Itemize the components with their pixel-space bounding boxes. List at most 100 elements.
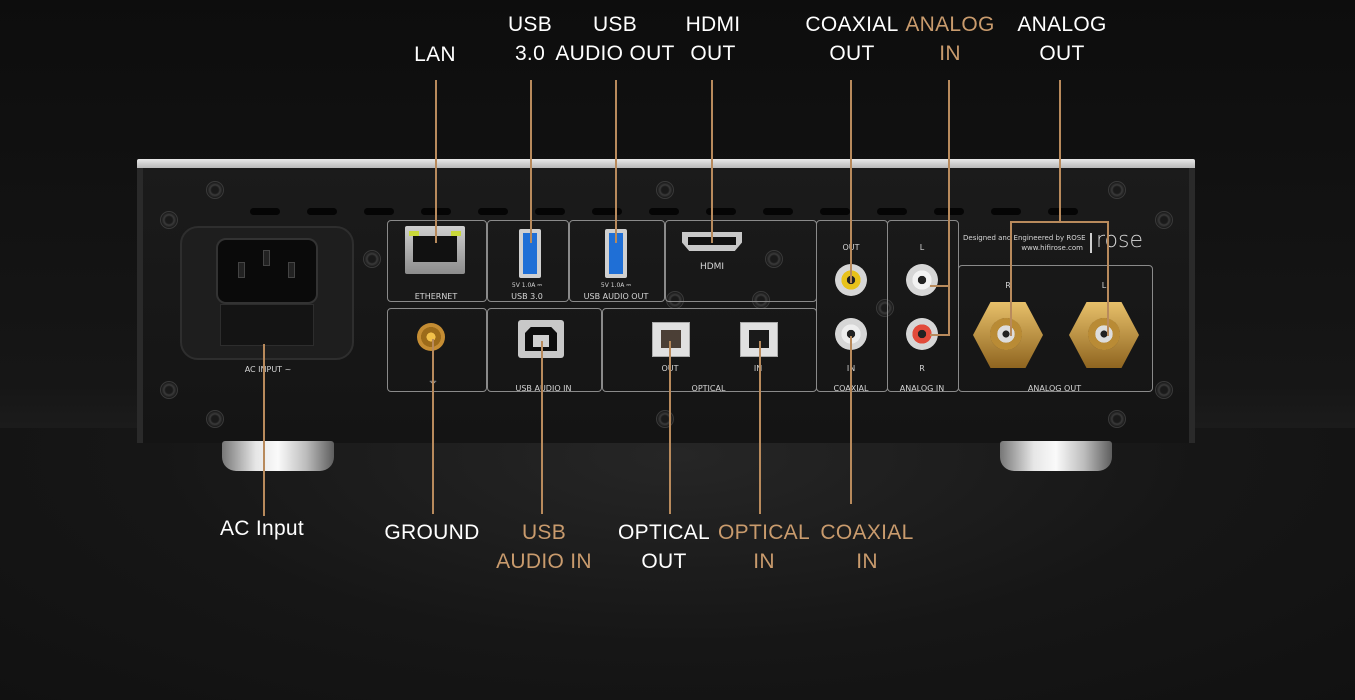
- usb30-callout: USB 3.0: [507, 13, 553, 65]
- analog-in-callout: ANALOG IN: [905, 13, 995, 65]
- analog-out-leader-right: [1010, 221, 1012, 336]
- usb-audio-out-leader-line: [615, 80, 617, 243]
- floor-reflection: [0, 428, 1355, 700]
- vent-slot: [877, 208, 907, 215]
- vent-slot: [592, 208, 622, 215]
- brand-logo: rose: [1096, 228, 1144, 253]
- brand-divider: [1090, 233, 1092, 253]
- left-foot: [222, 441, 334, 471]
- analog-out-callout: ANALOG OUT: [1017, 13, 1107, 65]
- screw-icon: [765, 250, 783, 268]
- analog-out-left-rca-center: [1088, 318, 1120, 350]
- vent-slot: [364, 208, 394, 215]
- vent-slot: [991, 208, 1021, 215]
- ac-input-panel-label: AC INPUT ~: [244, 365, 292, 374]
- vent-slot: [1048, 208, 1078, 215]
- analog-out-panel-label: ANALOG OUT: [1027, 384, 1082, 393]
- ac-pin: [263, 250, 270, 266]
- screw-icon: [1108, 181, 1126, 199]
- analog-out-box: [958, 265, 1153, 392]
- screw-icon: [206, 181, 224, 199]
- ethernet-box: [387, 220, 487, 302]
- ground-callout: GROUND: [384, 521, 480, 544]
- vent-slot: [307, 208, 337, 215]
- usb-audio-out-box: [569, 220, 665, 302]
- lan-callout: LAN: [414, 43, 456, 66]
- ground-terminal-icon[interactable]: [417, 323, 445, 351]
- usb30-box: [487, 220, 569, 302]
- screw-icon: [656, 410, 674, 428]
- screw-icon: [1155, 381, 1173, 399]
- screw-icon: [160, 381, 178, 399]
- coaxial-in-callout: COAXIAL IN: [820, 521, 914, 573]
- optical-box: [602, 308, 817, 392]
- designed-by-text: Designed and Engineered by ROSE: [963, 234, 1086, 242]
- optical-in-callout: OPTICAL IN: [718, 521, 810, 573]
- analog-in-l-panel-label: L: [919, 243, 925, 252]
- chassis-top-edge: [137, 159, 1195, 168]
- screw-icon: [363, 250, 381, 268]
- optical-in-panel-label: IN: [753, 364, 763, 373]
- usb-audio-in-panel-label: USB AUDIO IN: [515, 384, 572, 393]
- analog-out-leader-bar: [1010, 221, 1108, 223]
- fuse-drawer: [220, 304, 314, 346]
- usb30-port-icon[interactable]: [519, 229, 541, 278]
- optical-in-leader-line: [759, 341, 761, 514]
- optical-out-leader-line: [669, 341, 671, 514]
- analog-in-left-rca-icon[interactable]: [906, 264, 938, 296]
- usb-audio-out-port-icon[interactable]: [605, 229, 627, 278]
- usb-audio-out-panel-label: USB AUDIO OUT: [583, 292, 649, 301]
- coaxial-in-leader-line: [850, 336, 852, 504]
- vent-slot: [763, 208, 793, 215]
- usb30-rating: 5V 1.0A ⎓: [511, 282, 543, 289]
- screw-icon: [206, 410, 224, 428]
- analog-out-right-rca-center: [990, 318, 1022, 350]
- optical-out-callout: OPTICAL OUT: [618, 521, 710, 573]
- screw-icon: [160, 211, 178, 229]
- analog-in-leader-drop: [948, 285, 950, 335]
- hdmi-out-callout: HDMI OUT: [685, 13, 741, 65]
- analog-in-leader-branch-r: [930, 334, 950, 336]
- right-foot: [1000, 441, 1112, 471]
- coaxial-out-leader-line: [850, 80, 852, 283]
- screw-icon: [1155, 211, 1173, 229]
- ground-box: [387, 308, 487, 392]
- analog-out-leader-left: [1107, 221, 1109, 336]
- hdmi-panel-label: HDMI: [699, 262, 725, 272]
- ac-socket-icon: [216, 238, 318, 304]
- usb-audio-in-callout: USB AUDIO IN: [496, 521, 592, 573]
- analog-in-leader-line: [948, 80, 950, 286]
- usb30-leader-line: [530, 80, 532, 243]
- ac-input-leader-line: [263, 344, 265, 516]
- ethernet-panel-label: ETHERNET: [414, 292, 458, 301]
- vent-slot: [535, 208, 565, 215]
- analog-in-leader-branch-l: [930, 285, 950, 287]
- ac-pin: [238, 262, 245, 278]
- hdmi-leader-line: [711, 80, 713, 243]
- website-text: www.hifirose.com: [1021, 244, 1083, 252]
- coaxial-out-callout: COAXIAL OUT: [805, 13, 899, 65]
- vent-slot: [820, 208, 850, 215]
- usb-audio-out-rating: 5V 1.0A ⎓: [600, 282, 632, 289]
- analog-out-l-panel-label: L: [1101, 281, 1107, 290]
- ground-leader-line: [432, 339, 434, 514]
- optical-panel-label: OPTICAL: [691, 384, 726, 393]
- lan-leader-line: [435, 80, 437, 243]
- usb-audio-in-leader-line: [541, 341, 543, 514]
- screw-icon: [656, 181, 674, 199]
- vent-slot: [250, 208, 280, 215]
- usb-audio-in-box: [487, 308, 602, 392]
- analog-out-leader-line: [1059, 80, 1061, 222]
- vent-slot: [478, 208, 508, 215]
- ac-pin: [288, 262, 295, 278]
- usb30-panel-label: USB 3.0: [511, 292, 543, 301]
- analog-in-r-panel-label: R: [919, 364, 925, 373]
- ac-input-callout: AC Input: [219, 517, 305, 540]
- analog-out-r-panel-label: R: [1005, 281, 1011, 290]
- analog-in-panel-label: ANALOG IN: [899, 384, 945, 393]
- screw-icon: [1108, 410, 1126, 428]
- screw-icon: [876, 299, 894, 317]
- vent-slot: [706, 208, 736, 215]
- optical-out-port-icon[interactable]: [652, 322, 690, 357]
- usb-audio-out-callout: USB AUDIO OUT: [555, 13, 675, 65]
